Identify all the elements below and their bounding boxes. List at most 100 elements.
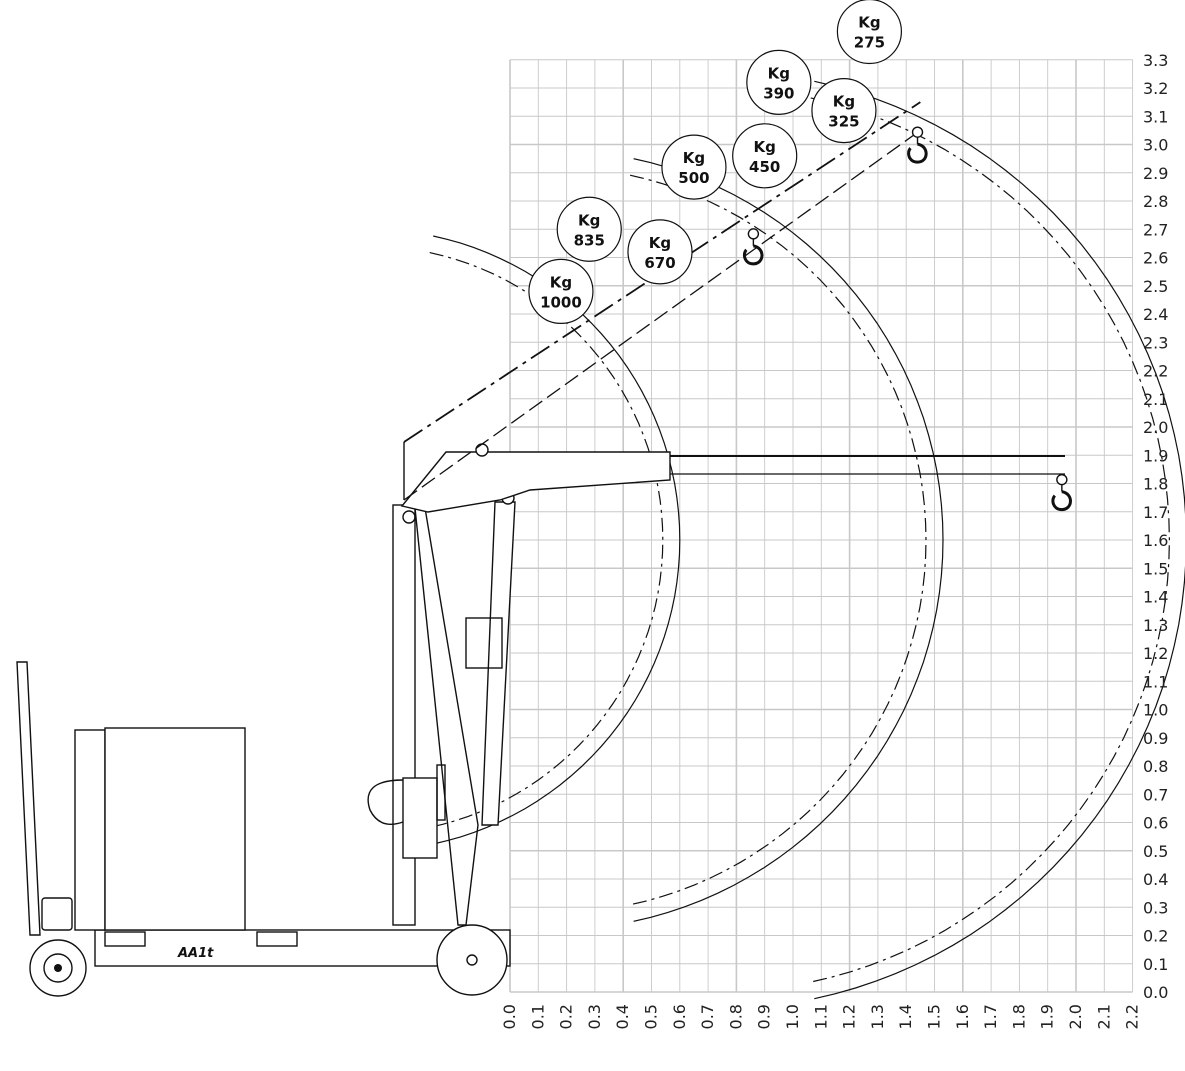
x-tick-label: 0.9: [755, 1004, 774, 1029]
y-tick-label: 2.9: [1143, 164, 1168, 183]
hook-icon: [907, 126, 928, 164]
y-tick-label: 0.1: [1143, 955, 1168, 974]
rear-wheel-axle: [54, 964, 62, 972]
x-tick-label: 1.1: [811, 1004, 830, 1029]
mast-pivot: [402, 510, 416, 524]
x-tick-label: 0.1: [528, 1004, 547, 1029]
y-tick-label: 3.0: [1143, 136, 1168, 155]
y-tick-label: 1.7: [1143, 503, 1168, 522]
y-tick-label: 0.0: [1143, 983, 1168, 1002]
reach-arc: [814, 80, 1185, 1000]
y-tick-label: 0.6: [1143, 814, 1168, 833]
y-axis-tick-labels: 0.00.10.20.30.40.50.60.70.80.91.01.11.21…: [1143, 51, 1168, 1002]
y-tick-label: 0.7: [1143, 785, 1168, 804]
x-tick-label: 0.2: [557, 1004, 576, 1029]
x-tick-label: 0.4: [613, 1004, 632, 1029]
y-tick-label: 0.4: [1143, 870, 1168, 889]
capacity-unit: Kg: [833, 93, 855, 111]
capacity-badge: Kg 325: [811, 77, 877, 144]
capacity-value: 325: [828, 113, 859, 131]
y-tick-label: 2.1: [1143, 390, 1168, 409]
pump-unit: [402, 777, 438, 859]
x-tick-label: 2.0: [1066, 1004, 1085, 1029]
boom-high-bottom: [403, 129, 921, 501]
capacity-unit: Kg: [649, 234, 671, 252]
x-tick-label: 1.7: [981, 1004, 1000, 1029]
drive-unit: [41, 897, 73, 931]
crane-drawing: AA1t: [16, 101, 1072, 997]
y-tick-label: 0.5: [1143, 842, 1168, 861]
y-tick-label: 1.1: [1143, 672, 1168, 691]
chassis-slot: [104, 931, 146, 947]
y-tick-label: 1.3: [1143, 616, 1168, 635]
reach-arc: [633, 158, 944, 922]
y-tick-label: 3.3: [1143, 51, 1168, 70]
y-tick-label: 1.6: [1143, 531, 1168, 550]
y-tick-label: 2.4: [1143, 305, 1168, 324]
y-tick-label: 1.0: [1143, 701, 1168, 720]
y-tick-label: 2.2: [1143, 362, 1168, 381]
capacity-badge: Kg 390: [746, 49, 812, 115]
capacity-circle: [661, 134, 727, 200]
x-tick-label: 2.1: [1094, 1004, 1113, 1029]
capacity-circle: [556, 196, 622, 262]
x-tick-label: 0.7: [698, 1004, 717, 1029]
x-tick-label: 1.2: [840, 1004, 859, 1029]
y-tick-label: 1.5: [1143, 559, 1168, 578]
capacity-circle: [732, 123, 798, 189]
capacity-value: 670: [644, 254, 675, 272]
boom-pivot: [475, 443, 489, 457]
x-tick-label: 1.0: [783, 1004, 802, 1029]
y-tick-label: 1.4: [1143, 588, 1168, 607]
counterweight-front: [74, 729, 106, 931]
capacity-value: 500: [678, 169, 709, 187]
y-tick-label: 2.5: [1143, 277, 1168, 296]
y-tick-label: 2.0: [1143, 418, 1168, 437]
support-strut: [414, 507, 479, 926]
hook-icon: [1051, 473, 1072, 512]
reach-arc: [810, 97, 1171, 983]
x-tick-label: 1.5: [925, 1004, 944, 1029]
capacity-unit: Kg: [768, 64, 790, 82]
y-tick-label: 1.9: [1143, 446, 1168, 465]
capacity-unit: Kg: [578, 211, 600, 229]
x-tick-label: 1.4: [896, 1004, 915, 1029]
rear-wheel-hub: [43, 953, 73, 983]
x-tick-label: 0.3: [585, 1004, 604, 1029]
grid: [509, 59, 1134, 993]
capacity-unit: Kg: [858, 14, 880, 32]
cylinder-bracket: [465, 617, 503, 669]
pump-lever: [436, 764, 446, 821]
capacity-value: 275: [854, 34, 885, 52]
x-tick-label: 1.9: [1038, 1004, 1057, 1029]
capacity-circle: [746, 49, 812, 115]
battery-box: [104, 727, 246, 931]
x-tick-label: 0.8: [726, 1004, 745, 1029]
capacity-circle: [836, 0, 903, 65]
capacity-value: 1000: [540, 293, 582, 311]
boom-low: [400, 451, 671, 513]
y-tick-label: 2.7: [1143, 220, 1168, 239]
x-tick-label: 1.6: [953, 1004, 972, 1029]
y-tick-label: 1.8: [1143, 475, 1168, 494]
x-tick-label: 1.3: [868, 1004, 887, 1029]
x-tick-label: 1.8: [1009, 1004, 1028, 1029]
capacity-unit: Kg: [754, 138, 776, 156]
y-tick-label: 2.8: [1143, 192, 1168, 211]
front-wheel: [436, 924, 508, 996]
x-tick-label: 0.6: [670, 1004, 689, 1029]
capacity-badge: Kg 670: [627, 219, 693, 285]
front-wheel-axle: [466, 954, 478, 966]
y-tick-label: 0.3: [1143, 898, 1168, 917]
capacity-value: 450: [749, 158, 780, 176]
reach-arc: [629, 174, 927, 906]
x-tick-label: 0.0: [500, 1004, 519, 1029]
y-tick-label: 0.2: [1143, 927, 1168, 946]
capacity-value: 390: [763, 84, 794, 102]
